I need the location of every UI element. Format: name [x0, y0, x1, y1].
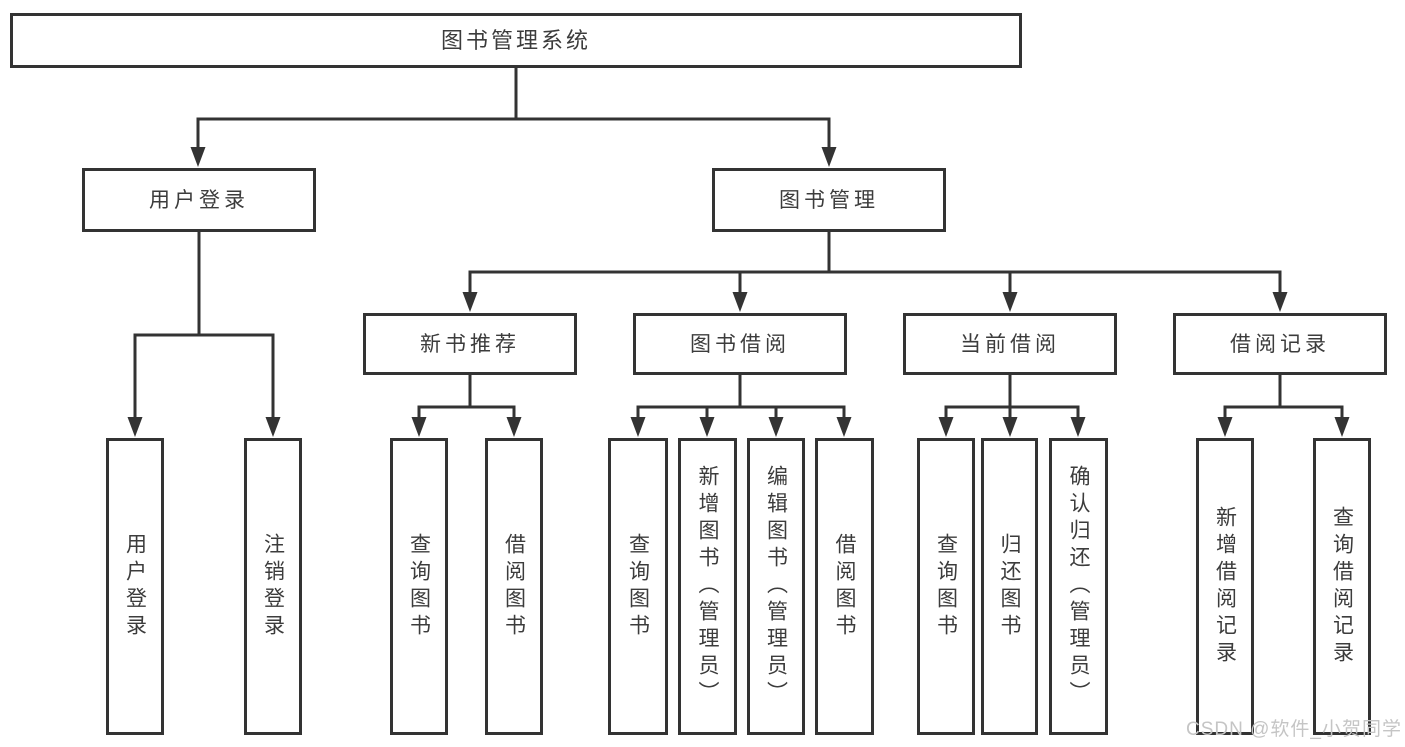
node-current-borrow-label: 当前借阅	[960, 332, 1060, 356]
leaf-newbook-borrow-books-label: 借阅图书	[502, 532, 526, 641]
leaf-current-return-books-label: 归还图书	[998, 532, 1021, 641]
leaf-logout: 注销登录	[244, 438, 302, 735]
node-book-borrow: 图书借阅	[633, 313, 847, 375]
leaf-records-query-record-label: 查询借阅记录	[1330, 505, 1354, 668]
leaf-current-query-books: 查询图书	[917, 438, 975, 735]
leaf-newbook-borrow-books: 借阅图书	[485, 438, 543, 735]
node-user-login-label: 用户登录	[149, 188, 249, 212]
leaf-borrow-borrow-books-label: 借阅图书	[833, 532, 856, 641]
arrowhead-icons	[127, 147, 1350, 437]
leaf-borrow-borrow-books: 借阅图书	[815, 438, 874, 735]
leaf-current-confirm-return-admin: 确认归还（管理员）	[1049, 438, 1108, 735]
leaf-logout-label: 注销登录	[261, 532, 285, 641]
node-user-login: 用户登录	[82, 168, 316, 232]
leaf-borrow-edit-books-admin: 编辑图书（管理员）	[747, 438, 805, 735]
node-new-book-recommend: 新书推荐	[363, 313, 577, 375]
leaf-borrow-edit-books-admin-label: 编辑图书（管理员）	[764, 465, 788, 708]
leaf-borrow-query-books-label: 查询图书	[626, 532, 650, 641]
leaf-user-login-label: 用户登录	[123, 532, 147, 641]
node-root-label: 图书管理系统	[440, 27, 591, 53]
leaf-records-add-record: 新增借阅记录	[1196, 438, 1254, 735]
node-borrow-records-label: 借阅记录	[1230, 332, 1330, 356]
watermark: CSDN @软件_小贺同学	[1186, 719, 1402, 740]
leaf-current-return-books: 归还图书	[981, 438, 1038, 735]
leaf-user-login: 用户登录	[106, 438, 164, 735]
node-borrow-records: 借阅记录	[1173, 313, 1387, 375]
connector-edges	[133, 67, 1344, 423]
leaf-records-add-record-label: 新增借阅记录	[1213, 505, 1237, 668]
node-root: 图书管理系统	[10, 13, 1022, 68]
leaf-borrow-add-books-admin: 新增图书（管理员）	[678, 438, 737, 735]
leaf-borrow-query-books: 查询图书	[608, 438, 668, 735]
leaf-newbook-query-books-label: 查询图书	[407, 532, 431, 641]
leaf-borrow-add-books-admin-label: 新增图书（管理员）	[696, 465, 719, 708]
leaf-newbook-query-books: 查询图书	[390, 438, 448, 735]
node-book-borrow-label: 图书借阅	[690, 332, 790, 356]
leaf-current-confirm-return-admin-label: 确认归还（管理员）	[1067, 465, 1090, 708]
node-current-borrow: 当前借阅	[903, 313, 1117, 375]
node-book-management-label: 图书管理	[779, 188, 879, 212]
node-new-book-recommend-label: 新书推荐	[420, 332, 520, 356]
leaf-current-query-books-label: 查询图书	[934, 532, 958, 641]
leaf-records-query-record: 查询借阅记录	[1313, 438, 1371, 735]
node-book-management: 图书管理	[712, 168, 946, 232]
